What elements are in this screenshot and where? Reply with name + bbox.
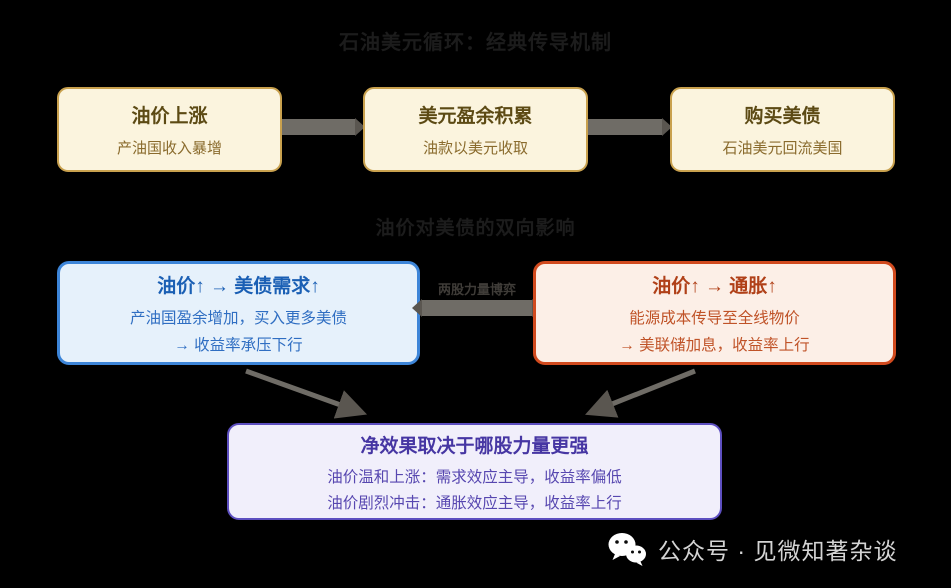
conclusion-line1: 油价温和上涨：需求效应主导，收益率偏低	[327, 468, 622, 486]
arrow-left-to-net	[245, 368, 368, 419]
force-box-line1: 产油国盈余增加，买入更多美债	[129, 310, 347, 327]
force-box-line2: → 收益率承压下行	[174, 337, 303, 354]
force-box-bond-demand: 油价↑ → 美债需求↑ 产油国盈余增加，买入更多美债 → 收益率承压下行	[57, 261, 420, 365]
arrowhead-left-icon	[412, 299, 422, 317]
flow-box-oil-price-rise: 油价上涨 产油国收入暴增	[57, 87, 282, 172]
flow-box-title: 购买美债	[744, 106, 821, 127]
wechat-icon	[608, 533, 646, 566]
force-box-title: 油价↑ → 美债需求↑	[157, 276, 320, 297]
watermark-text: 公众号 · 见微知著杂谈	[658, 538, 898, 564]
flow-box-subtitle: 油款以美元收取	[422, 140, 528, 157]
arrow-connector-right	[588, 118, 672, 136]
double-arrow-connector	[412, 299, 542, 317]
flow-box-buy-treasuries: 购买美债 石油美元回流美国	[670, 87, 895, 172]
flow-box-dollar-surplus: 美元盈余积累 油款以美元收取	[363, 87, 588, 172]
force-box-line2: → 美联储加息，收益率上行	[619, 337, 810, 354]
section1-title: 石油美元循环：经典传导机制	[339, 32, 612, 54]
section2-title: 油价对美债的双向影响	[375, 218, 576, 239]
force-box-line1: 能源成本传导至全线物价	[629, 310, 800, 327]
conclusion-box: 净效果取决于哪股力量更强 油价温和上涨：需求效应主导，收益率偏低 油价剧烈冲击：…	[227, 423, 722, 520]
arrow-connector-right	[282, 118, 365, 136]
conclusion-line2: 油价剧烈冲击：通胀效应主导，收益率上行	[327, 494, 622, 512]
flow-box-title: 油价上涨	[131, 106, 208, 127]
versus-label: 两股力量博弈	[437, 282, 516, 297]
flow-box-subtitle: 产油国收入暴增	[116, 140, 222, 157]
arrowhead-right-icon	[662, 118, 672, 136]
flow-box-title: 美元盈余积累	[418, 106, 533, 127]
flow-box-subtitle: 石油美元回流美国	[722, 140, 843, 157]
conclusion-title: 净效果取决于哪股力量更强	[360, 435, 589, 457]
arrow-right-to-net	[585, 368, 696, 418]
force-box-inflation: 油价↑ → 通胀↑ 能源成本传导至全线物价 → 美联储加息，收益率上行	[533, 261, 896, 365]
watermark: 公众号 · 见微知著杂谈	[607, 531, 897, 567]
force-box-title: 油价↑ → 通胀↑	[652, 276, 777, 297]
arrowhead-right-icon	[355, 118, 365, 136]
